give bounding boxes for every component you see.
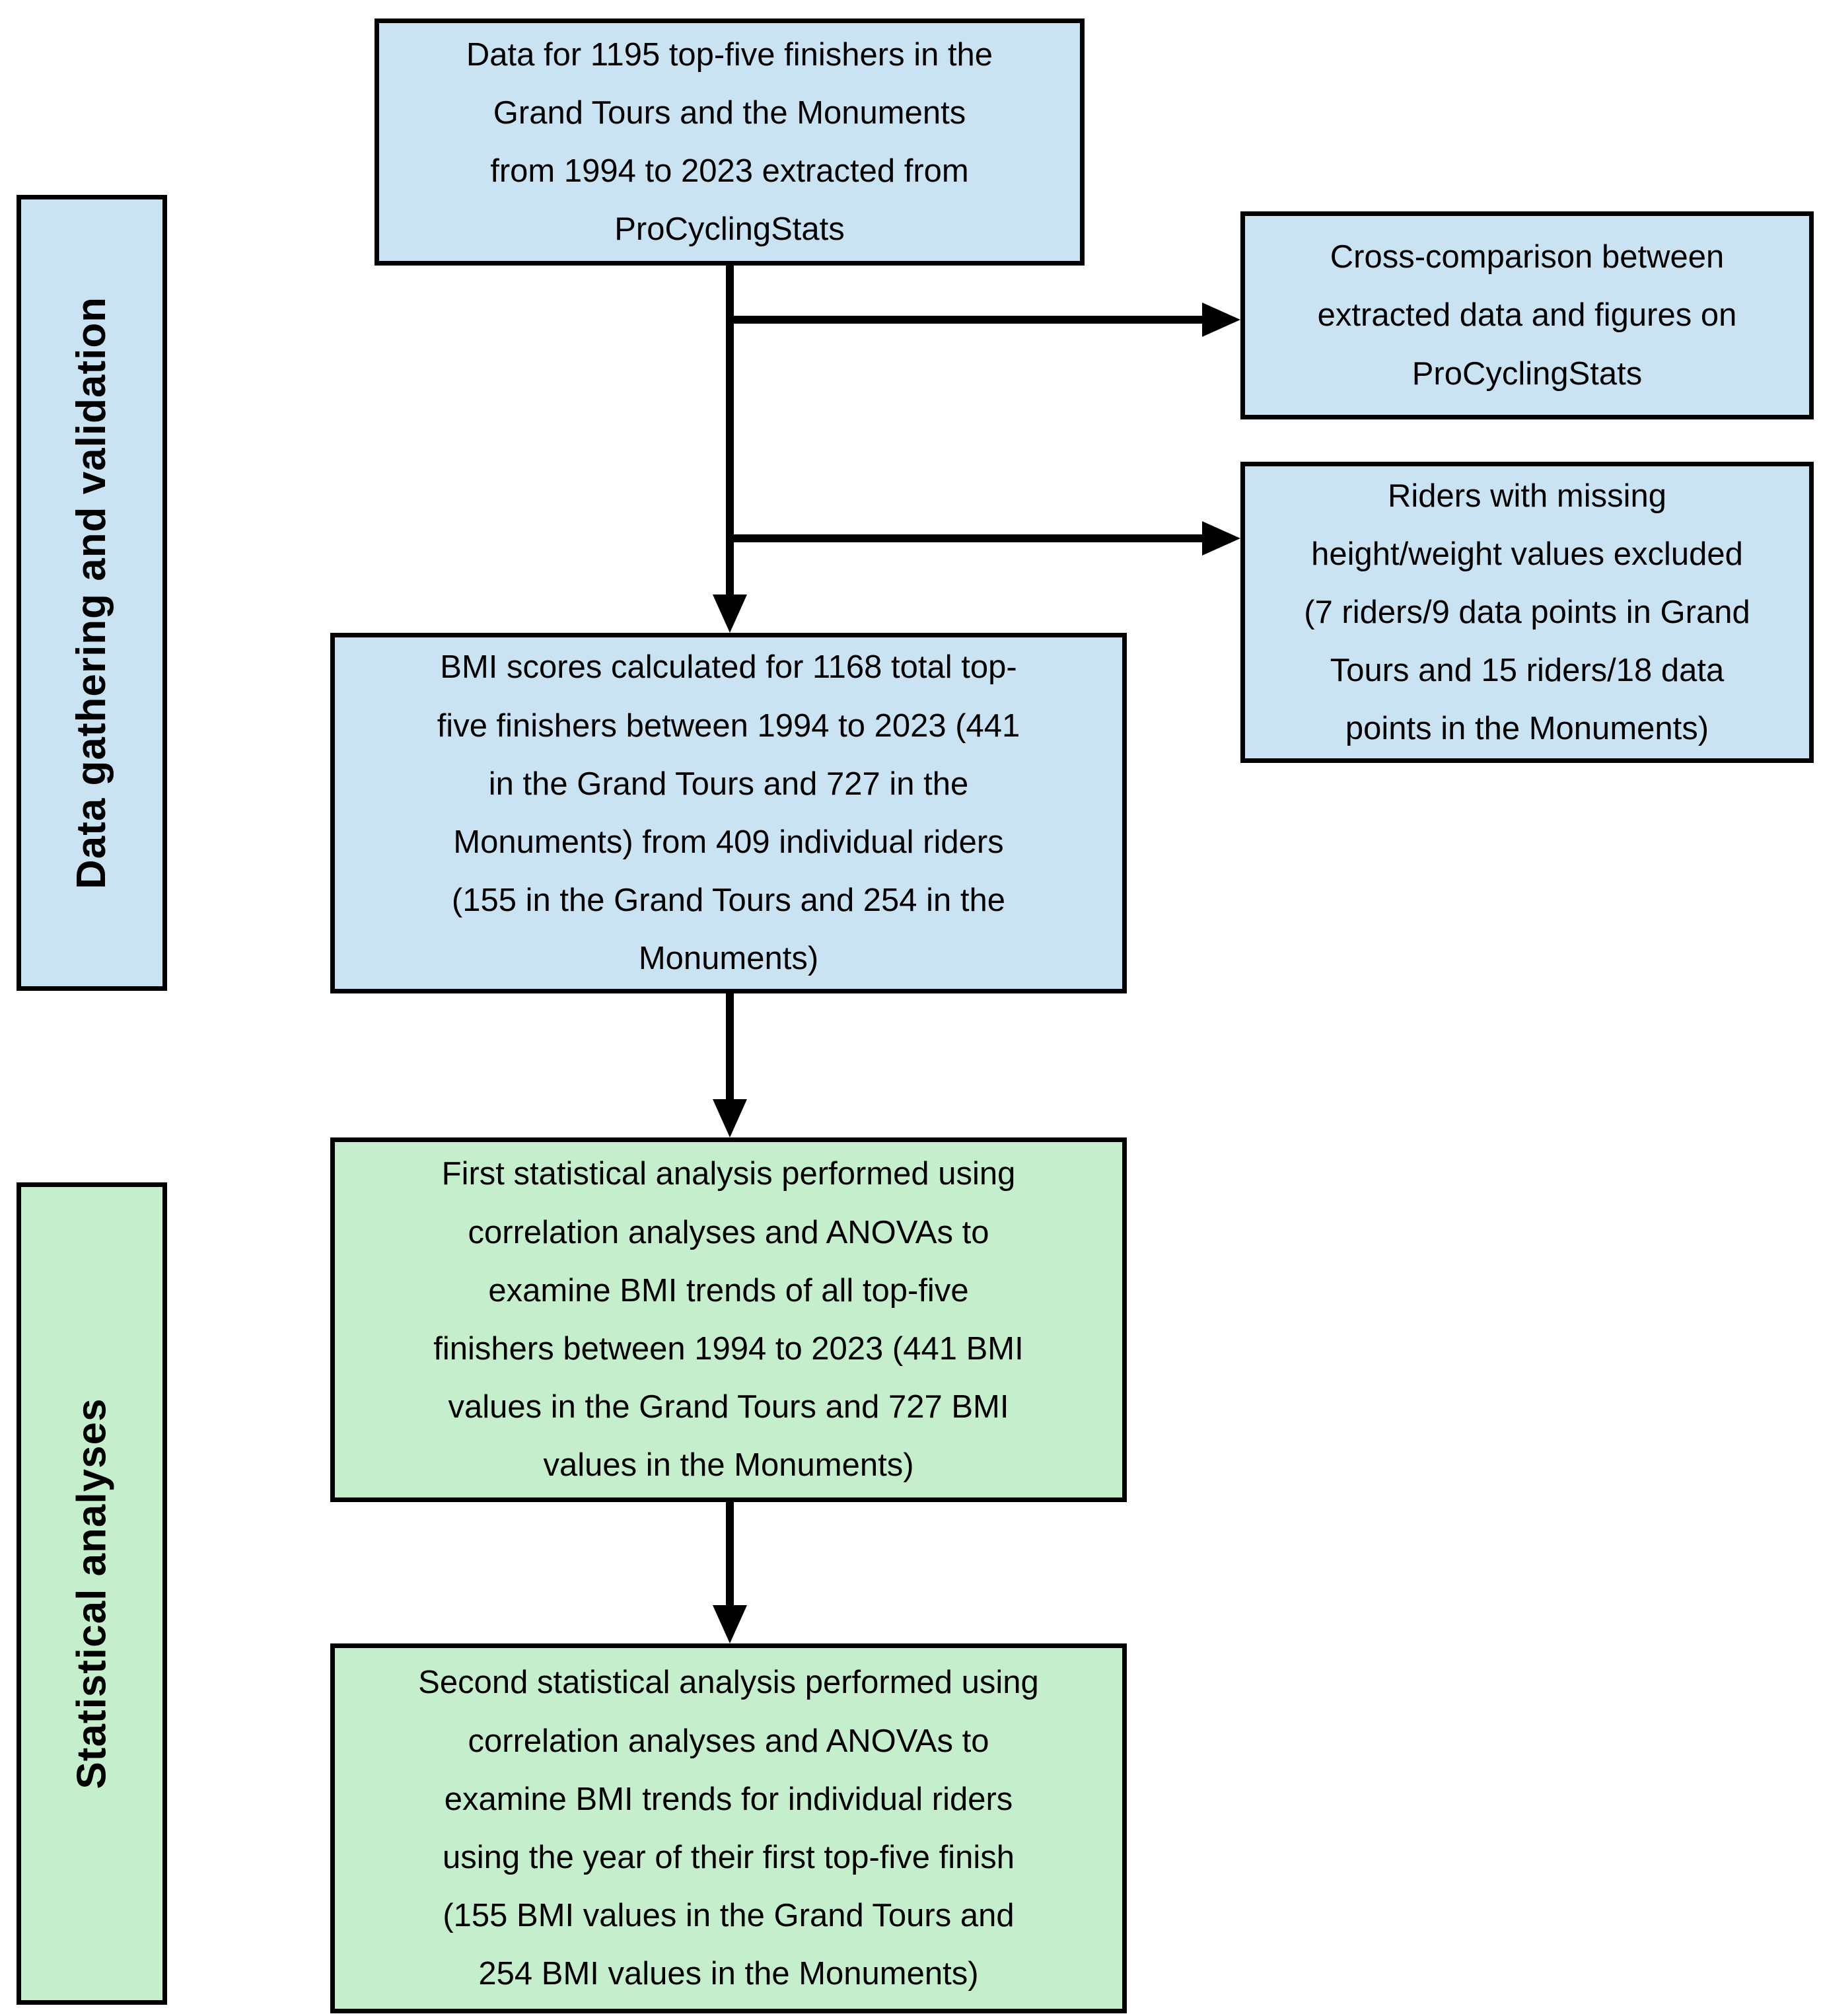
section-label-statistical-analyses: Statistical analyses	[17, 1182, 167, 2005]
arrow-main-down-head	[713, 594, 747, 633]
arrow-to-excluded-riders-head	[1202, 521, 1240, 556]
arrow-to-cross-comparison-head	[1202, 303, 1240, 337]
arrow-main-down-line	[726, 264, 734, 594]
arrow-first-to-second-analysis-line	[726, 1499, 734, 1605]
arrow-to-cross-comparison-line	[726, 316, 1205, 324]
box-source-data: Data for 1195 top-five finishers in the …	[375, 18, 1085, 266]
box-excluded-riders: Riders with missing height/weight values…	[1240, 462, 1814, 763]
section-label-data-gathering-text: Data gathering and validation	[69, 296, 115, 890]
box-bmi-scores: BMI scores calculated for 1168 total top…	[330, 633, 1127, 993]
section-label-statistical-analyses-text: Statistical analyses	[69, 1398, 115, 1789]
arrow-bmi-to-first-analysis-head	[713, 1099, 747, 1137]
arrow-first-to-second-analysis-head	[713, 1605, 747, 1643]
section-label-data-gathering: Data gathering and validation	[17, 195, 167, 991]
box-first-analysis: First statistical analysis performed usi…	[330, 1137, 1127, 1502]
arrow-to-excluded-riders-line	[726, 534, 1205, 542]
box-cross-comparison: Cross-comparison between extracted data …	[1240, 211, 1814, 419]
box-second-analysis: Second statistical analysis performed us…	[330, 1643, 1127, 2013]
arrow-bmi-to-first-analysis-line	[726, 991, 734, 1100]
